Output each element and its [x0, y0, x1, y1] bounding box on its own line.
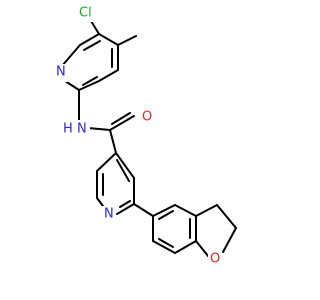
bond: [152, 240, 176, 254]
bond: [98, 69, 119, 82]
bond: [158, 210, 174, 220]
bond: [117, 35, 137, 46]
atom-label-cl: Cl: [79, 6, 92, 21]
bond: [87, 127, 111, 131]
bond: [79, 33, 100, 46]
bond: [109, 115, 135, 131]
atom-label-o-amide: O: [142, 110, 152, 125]
structure-diagram: Cl N H N O N O: [54, 4, 237, 268]
bond: [82, 76, 98, 86]
bond: [98, 33, 119, 46]
bond: [119, 200, 131, 208]
bond: [195, 240, 209, 257]
bond: [174, 240, 197, 254]
bond: [78, 80, 100, 91]
bond: [115, 152, 135, 179]
atom-label-h-amide: H: [63, 122, 73, 137]
bond: [195, 204, 218, 217]
bond: [152, 204, 176, 217]
bond: [116, 159, 130, 182]
bonds: [61, 20, 237, 257]
bond: [222, 227, 237, 253]
bond: [174, 204, 197, 217]
atom-label-n-amide: N: [77, 122, 87, 137]
bond: [61, 44, 81, 67]
bond: [116, 203, 135, 215]
bond: [90, 20, 100, 35]
bond: [109, 129, 117, 154]
atom-label-n-pyridine-mid: N: [104, 207, 114, 222]
atom-label-n-pyridine-top: N: [56, 65, 66, 80]
bond: [96, 152, 117, 172]
bond: [216, 204, 237, 229]
bond: [158, 238, 174, 248]
bond: [96, 197, 104, 207]
atom-label-o-furan: O: [210, 252, 220, 267]
bond: [133, 203, 154, 217]
bond: [83, 40, 101, 51]
atom-labels: Cl N H N O N O: [54, 4, 222, 268]
bond: [111, 112, 131, 125]
